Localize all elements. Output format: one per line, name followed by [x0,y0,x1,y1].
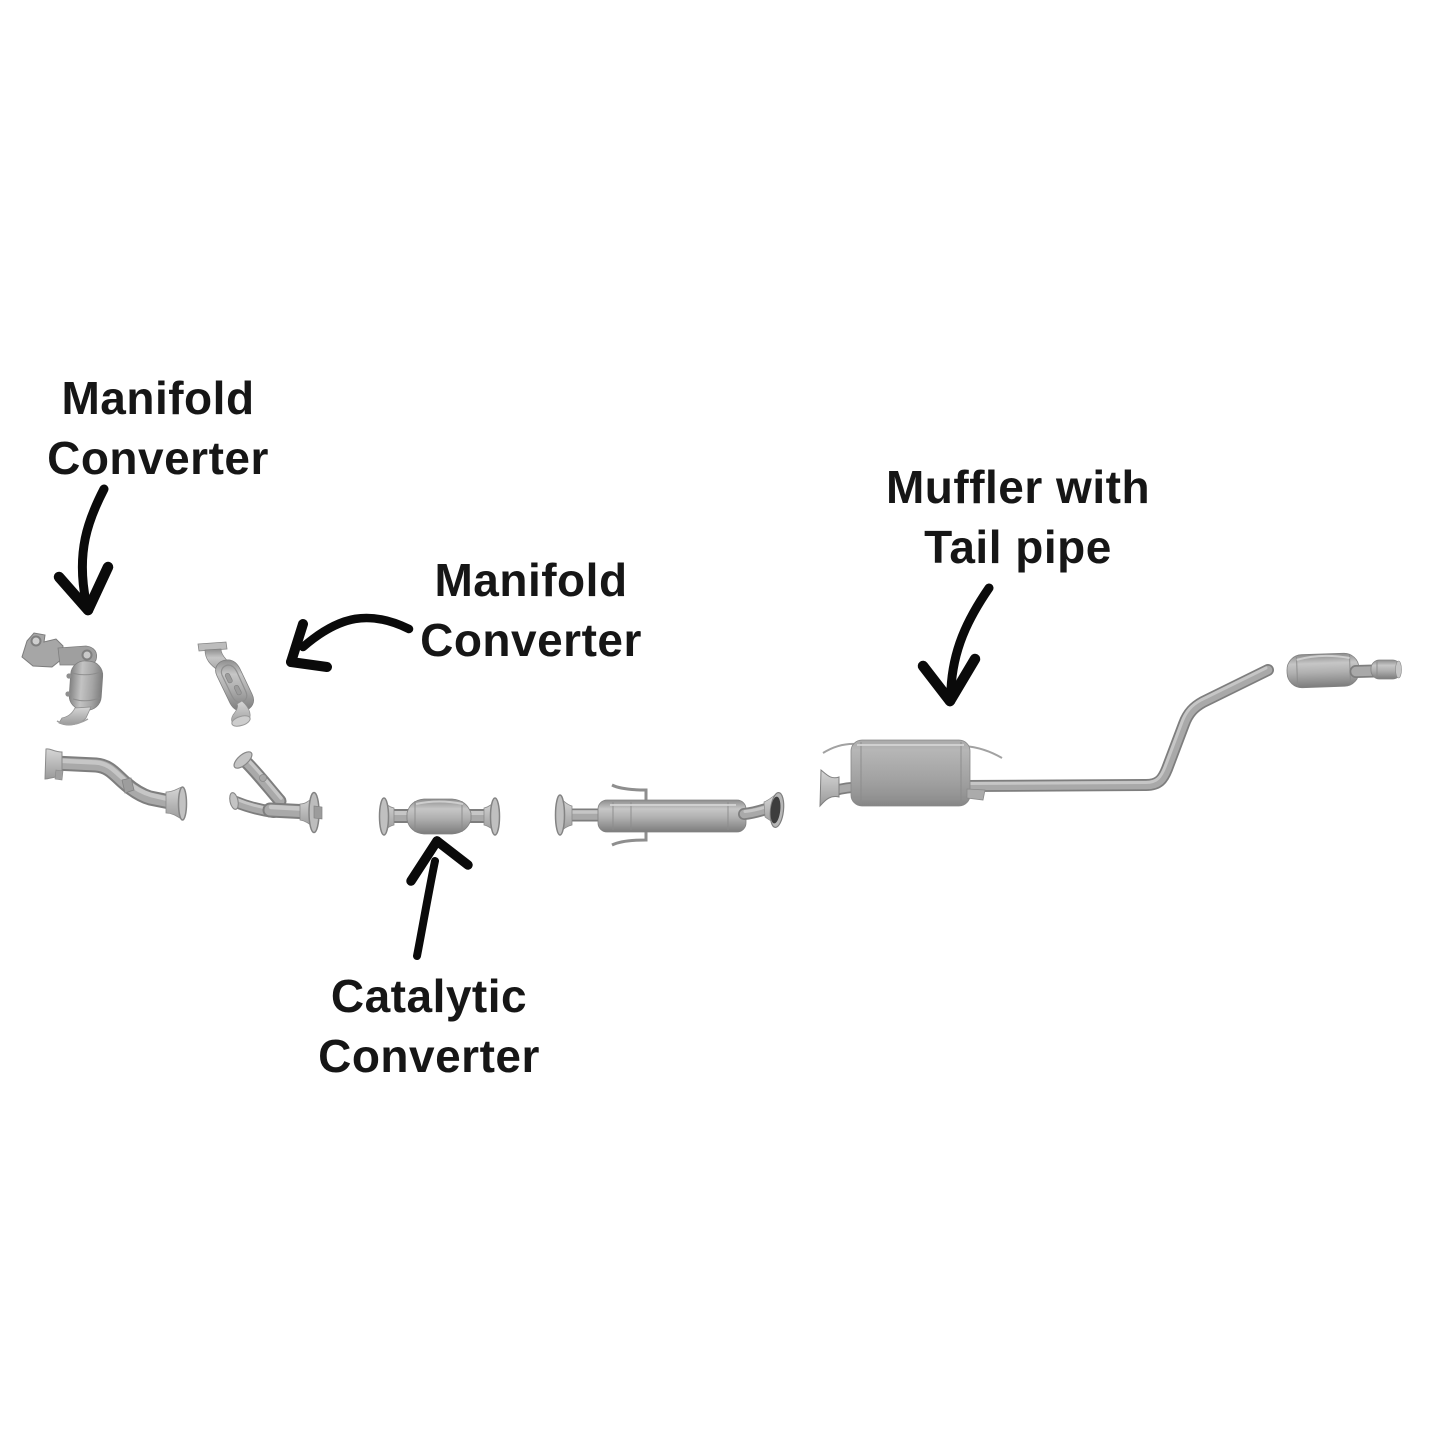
label-line: Tail pipe [924,521,1112,573]
catalytic-converter-icon [378,797,501,836]
front-flex-pipe-icon [44,748,188,821]
center-resonator-pipe-icon [554,783,785,847]
label-line: Manifold [434,554,628,606]
label-line: Manifold [61,372,255,424]
y-pipe-icon [229,751,323,834]
arrow-to-manifold-converter-front [53,484,114,616]
manifold-converter-front-icon [21,632,104,726]
label-manifold-converter-center: Manifold Converter [420,550,642,670]
muffler-with-tail-pipe-icon [819,652,1402,808]
label-manifold-converter-left: Manifold Converter [47,368,269,488]
label-line: Muffler with [885,461,1151,513]
manifold-converter-side-icon [197,641,254,727]
label-muffler-tail-pipe: Muffler with Tail pipe [886,457,1150,577]
label-line: Converter [420,614,642,666]
label-line: Catalytic [330,970,528,1022]
arrow-to-muffler [917,583,994,707]
label-line: Converter [318,1030,540,1082]
arrow-to-manifold-converter-side [286,613,414,672]
label-line: Converter [47,432,269,484]
label-catalytic-converter: Catalytic Converter [318,966,540,1086]
arrow-to-catalytic-converter [406,836,473,960]
